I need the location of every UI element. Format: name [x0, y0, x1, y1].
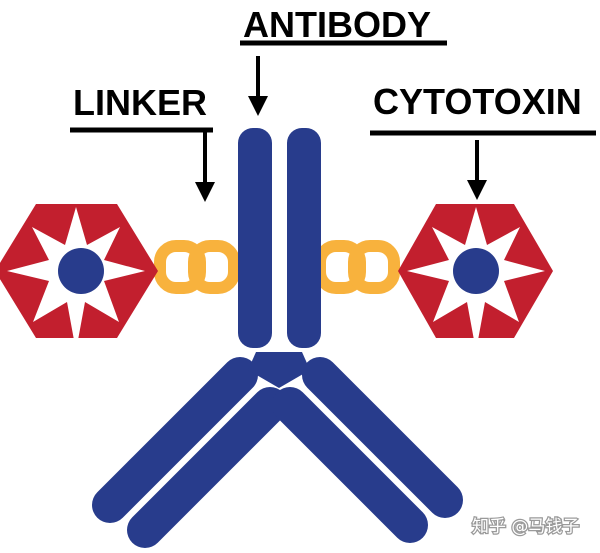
cytotoxin-label: CYTOTOXIN	[373, 81, 582, 122]
antibody-lower-left-arms	[92, 357, 288, 548]
cytotoxin-right	[398, 204, 553, 351]
antibody-label: ANTIBODY	[243, 4, 431, 45]
linker-label-group: LINKER	[70, 82, 215, 202]
antibody-heavy-chains	[238, 128, 321, 348]
linker-arrow	[195, 128, 215, 202]
linker-label: LINKER	[73, 82, 207, 123]
cytotoxin-left	[0, 204, 158, 351]
antibody-lower-right-arms	[272, 357, 463, 543]
linker-chain-left	[154, 240, 240, 294]
antibody-hinge	[248, 352, 310, 388]
watermark: 知乎 @马钱子	[472, 517, 579, 537]
cytotoxin-label-group: CYTOTOXIN	[370, 81, 596, 200]
linker-chain-right	[314, 240, 400, 294]
antibody-label-group: ANTIBODY	[240, 4, 447, 116]
